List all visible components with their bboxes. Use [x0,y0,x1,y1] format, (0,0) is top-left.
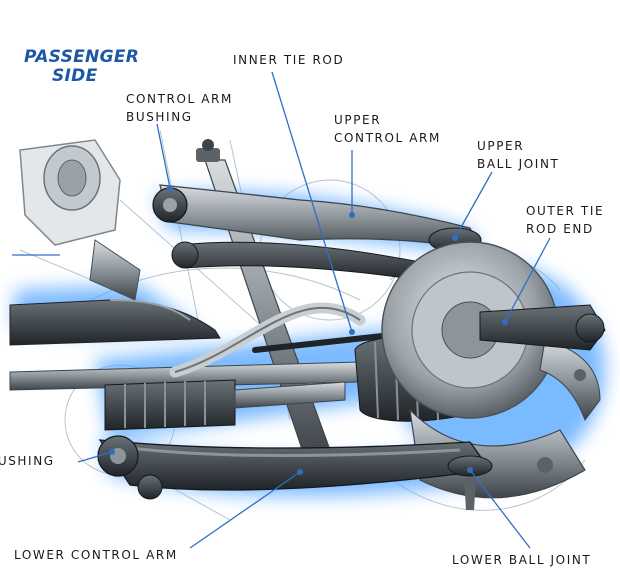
leader-dots [109,185,508,475]
outer-tie-rod-end [479,304,606,351]
steering-box [12,139,141,301]
label-control-arm-bushing: CONTROL ARM BUSHING [126,90,233,126]
sway-bar [9,299,221,346]
wheel-hub [381,241,601,499]
label-upper-control-arm: UPPER CONTROL ARM [334,111,441,147]
label-lower-ball-joint: LOWER BALL JOINT [452,551,591,569]
label-upper-ball-joint: UPPER BALL JOINT [477,137,559,173]
label-inner-tie-rod: INNER TIE ROD [233,51,344,69]
label-outer-tie-rod-end: OUTER TIE ROD END [526,202,604,238]
label-control-arm-bushing-line-1: CONTROL ARM [126,92,233,106]
label-outer-tie-rod-end-line-1: OUTER TIE [526,204,605,218]
label-lower-control-arm: LOWER CONTROL ARM [14,546,178,564]
title-line-1: PASSENGER [24,47,140,67]
label-upper-ball-joint-line-2: BALL JOINT [477,157,560,171]
label-bushing-text: BUSHING [0,454,55,468]
label-control-arm-bushing-line-2: BUSHING [126,110,193,124]
tie-rod-bar [9,302,366,391]
label-lower-control-arm-text: LOWER CONTROL ARM [14,548,178,562]
lower-control-arm [97,435,493,510]
diagram-title: PASSENGER SIDE [24,48,139,86]
label-upper-ball-joint-line-1: UPPER [477,139,525,153]
label-bushing: BUSHING [0,452,55,470]
label-upper-control-arm-line-1: UPPER [334,113,382,127]
leader-lines [77,71,551,549]
label-inner-tie-rod-text: INNER TIE ROD [233,53,345,67]
title-line-2: SIDE [52,66,98,86]
label-lower-ball-joint-text: LOWER BALL JOINT [452,553,592,567]
label-outer-tie-rod-end-line-2: ROD END [526,222,594,236]
label-upper-control-arm-line-2: CONTROL ARM [334,131,441,145]
left-cv-boot [104,379,346,431]
